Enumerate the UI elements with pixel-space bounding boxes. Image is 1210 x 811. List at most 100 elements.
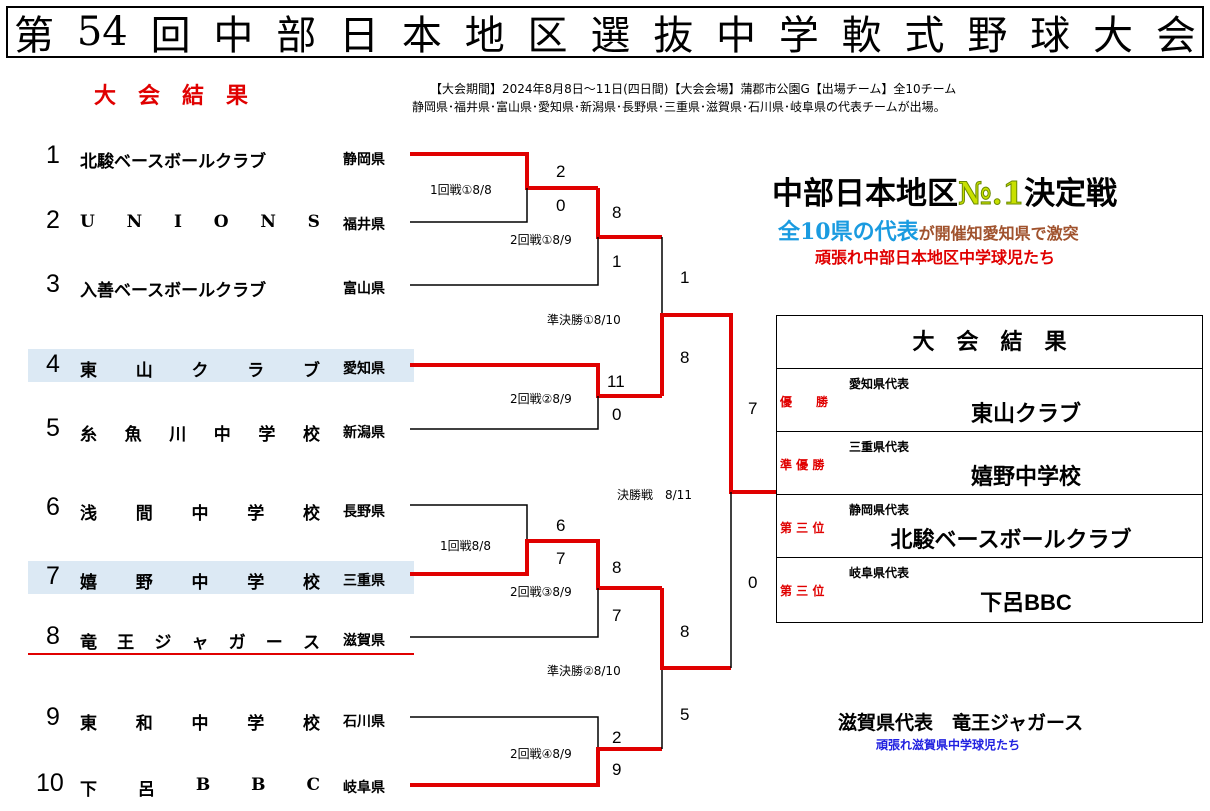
team-name-text: 北駿ベースボールクラブ — [80, 152, 267, 172]
team-name-char: 校 — [303, 573, 320, 593]
team-number: 10 — [36, 769, 64, 797]
score-m4-a: 6 — [556, 516, 566, 535]
title-char: 日 — [339, 13, 380, 59]
team-name-char: 中 — [191, 714, 209, 734]
team-name-char: 嬉 — [80, 573, 97, 593]
result-team: 北駿ベースボールクラブ — [890, 527, 1132, 552]
team-name-char: 学 — [247, 504, 265, 524]
team-name-char: 東 — [80, 361, 97, 381]
title-char: 野 — [967, 13, 1008, 59]
result-team: 嬉野中学校 — [970, 464, 1081, 489]
title-char: 第 — [14, 13, 54, 59]
score-sf2-b: 5 — [680, 705, 690, 724]
team-name-char: N — [260, 212, 276, 232]
headline-line-1-no: №.1 — [957, 176, 1025, 213]
headline-line-3: 頑張れ中部日本地区中学球児たち — [815, 248, 1056, 267]
line-sf2-win — [660, 588, 731, 670]
score-m1-a: 2 — [556, 162, 566, 181]
info-line-2: 静岡県･福井県･富山県･愛知県･新潟県･長野県･三重県･滋賀県･石川県･岐阜県の… — [412, 100, 946, 114]
team-prefecture: 石川県 — [343, 714, 385, 730]
title-char: 抜 — [653, 13, 694, 59]
results-heading: 大 会 結 果 — [94, 83, 249, 109]
score-m5-a: 8 — [612, 558, 622, 577]
team-name-char: 川 — [169, 425, 187, 445]
highlight-row-team-7 — [28, 561, 414, 594]
team-prefecture: 愛知県 — [343, 361, 385, 377]
team-name-char: ラ — [247, 361, 265, 381]
team-name-char: 呂 — [137, 780, 155, 800]
results-box-header: 大 会 結 果 — [777, 316, 1202, 369]
headline-line-1: 中部日本地区№.1決定戦 — [772, 168, 1117, 213]
team-name-char: 校 — [303, 714, 320, 734]
team-name: 東和中学校 — [80, 709, 320, 734]
score-m2-b: 1 — [612, 252, 622, 271]
highlight-row-team-4 — [28, 349, 414, 382]
team-prefecture: 静岡県 — [343, 152, 385, 168]
footer-line-2: 頑張れ滋賀県中学球児たち — [876, 738, 1021, 752]
score-m2-a: 8 — [612, 203, 622, 222]
team-name-char: ャ — [191, 633, 209, 653]
team-name-char: 校 — [302, 425, 320, 445]
round-label-r2-3: 2回戦③8/9 — [510, 585, 572, 599]
team-number: 9 — [46, 703, 60, 731]
team-row: 9 東和中学校 石川県 — [0, 702, 410, 735]
team-name-char: 下 — [80, 780, 97, 800]
result-label: 第 三 位 — [780, 521, 825, 535]
line-r2-1-win — [596, 188, 662, 239]
team-name: 北駿ベースボールクラブ — [80, 147, 266, 172]
round-label-r2-4: 2回戦④8/9 — [510, 747, 572, 761]
score-sf1-b: 8 — [680, 348, 690, 367]
team-name-char: 浅 — [80, 504, 97, 524]
team-name: 糸魚川中学校 — [80, 420, 320, 445]
score-m1-b: 0 — [556, 196, 566, 215]
score-m3-a: 11 — [607, 372, 625, 391]
result-team: 下呂BBC — [980, 590, 1072, 615]
line-team4-win — [410, 363, 662, 398]
result-label: 準 優 勝 — [780, 458, 825, 472]
title-char: 中 — [716, 13, 757, 59]
footer-line-1: 滋賀県代表 竜王ジャガース — [838, 712, 1084, 734]
line-team7-win — [410, 539, 662, 590]
team-number: 8 — [46, 622, 60, 650]
team-prefecture: 新潟県 — [343, 425, 385, 441]
team-name-char: B — [195, 775, 211, 795]
team-name-char: N — [126, 212, 143, 232]
team-name: 東山クラブ — [80, 356, 320, 381]
team-number: 3 — [46, 270, 60, 298]
headline-line-2: 全10県の代表が開催知愛知県で激突 — [778, 214, 1079, 246]
result-label: 第 三 位 — [780, 584, 825, 598]
round-label-sf-1: 準決勝①8/10 — [547, 313, 621, 327]
team-name-char: 間 — [135, 504, 153, 524]
team-name: 浅間中学校 — [80, 499, 320, 524]
team-prefecture: 滋賀県 — [343, 633, 385, 649]
team-name: 竜王ジャガース — [80, 628, 320, 653]
line-team6 — [410, 504, 528, 541]
team-name-char: 学 — [258, 425, 276, 445]
team-name-char: 竜 — [80, 633, 97, 653]
result-prefecture: 愛知県代表 — [849, 377, 910, 391]
team-number: 4 — [46, 350, 60, 378]
team-number: 1 — [46, 141, 60, 169]
team-name-char: B — [251, 775, 266, 795]
result-team: 東山クラブ — [970, 401, 1081, 426]
team-name-char: O — [213, 212, 229, 232]
title-char: 学 — [778, 13, 819, 59]
title-char: 区 — [527, 13, 568, 59]
round-label-r1-2: 1回戦8/8 — [440, 539, 491, 553]
line-team2 — [410, 188, 528, 223]
team-name: 嬉野中学校 — [80, 568, 320, 593]
title-char: 球 — [1030, 13, 1071, 59]
team-name-char: ー — [265, 633, 283, 653]
team-number: 5 — [46, 414, 60, 442]
score-sf2-a: 8 — [680, 622, 690, 641]
team-name-text: 入善ベースボールクラブ — [80, 281, 267, 301]
team-name-char: 山 — [135, 361, 153, 381]
team-name-char: ク — [191, 361, 209, 381]
